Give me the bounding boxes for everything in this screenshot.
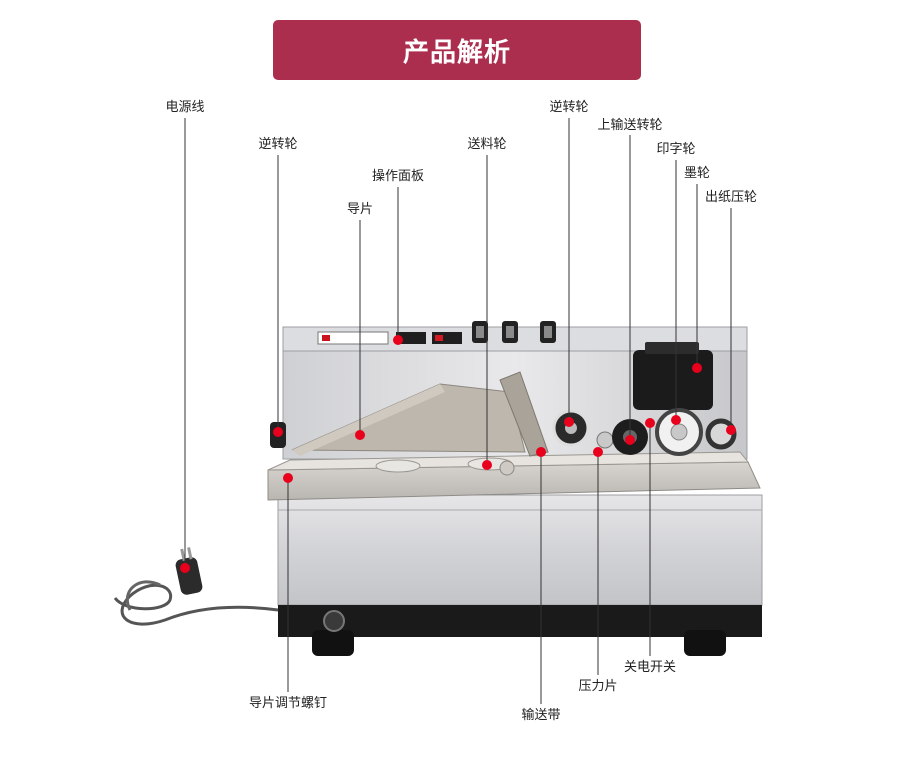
label-conveyor-belt: 输送带: [521, 708, 561, 723]
marker-conveyor-belt: [536, 447, 546, 457]
marker-print-wheel: [671, 415, 681, 425]
label-print-wheel: 印字轮: [656, 142, 696, 157]
label-power-cord: 电源线: [165, 100, 205, 115]
label-reverse-wheel-right: 逆转轮: [549, 100, 589, 115]
marker-feed-wheel: [482, 460, 492, 470]
label-guide-plate: 导片: [346, 202, 374, 217]
marker-pressure-plate: [593, 447, 603, 457]
title-banner: 产品解析: [273, 20, 641, 80]
label-ink-wheel: 墨轮: [683, 166, 711, 181]
marker-reverse-wheel-right: [564, 417, 574, 427]
marker-guide-adjust-screw: [283, 473, 293, 483]
label-exit-pressure-wheel: 出纸压轮: [704, 190, 758, 205]
markers: [180, 335, 736, 573]
label-feed-wheel: 送料轮: [467, 137, 507, 152]
label-power-switch: 关电开关: [623, 660, 677, 675]
leader-lines: [184, 118, 732, 704]
marker-reverse-wheel-left: [273, 427, 283, 437]
marker-exit-pressure-wheel: [726, 425, 736, 435]
label-control-panel: 操作面板: [371, 169, 425, 184]
machine-body: [113, 321, 763, 656]
label-reverse-wheel-left: 逆转轮: [258, 137, 298, 152]
marker-control-panel: [393, 335, 403, 345]
marker-power-switch: [645, 418, 655, 428]
label-pressure-plate: 压力片: [578, 679, 618, 694]
label-guide-adjust-screw: 导片调节螺钉: [248, 696, 328, 711]
label-upper-conveyor-wheel: 上输送转轮: [597, 118, 663, 133]
marker-guide-plate: [355, 430, 365, 440]
marker-upper-conveyor-wheel: [625, 435, 635, 445]
marker-power-cord: [180, 563, 190, 573]
marker-ink-wheel: [692, 363, 702, 373]
